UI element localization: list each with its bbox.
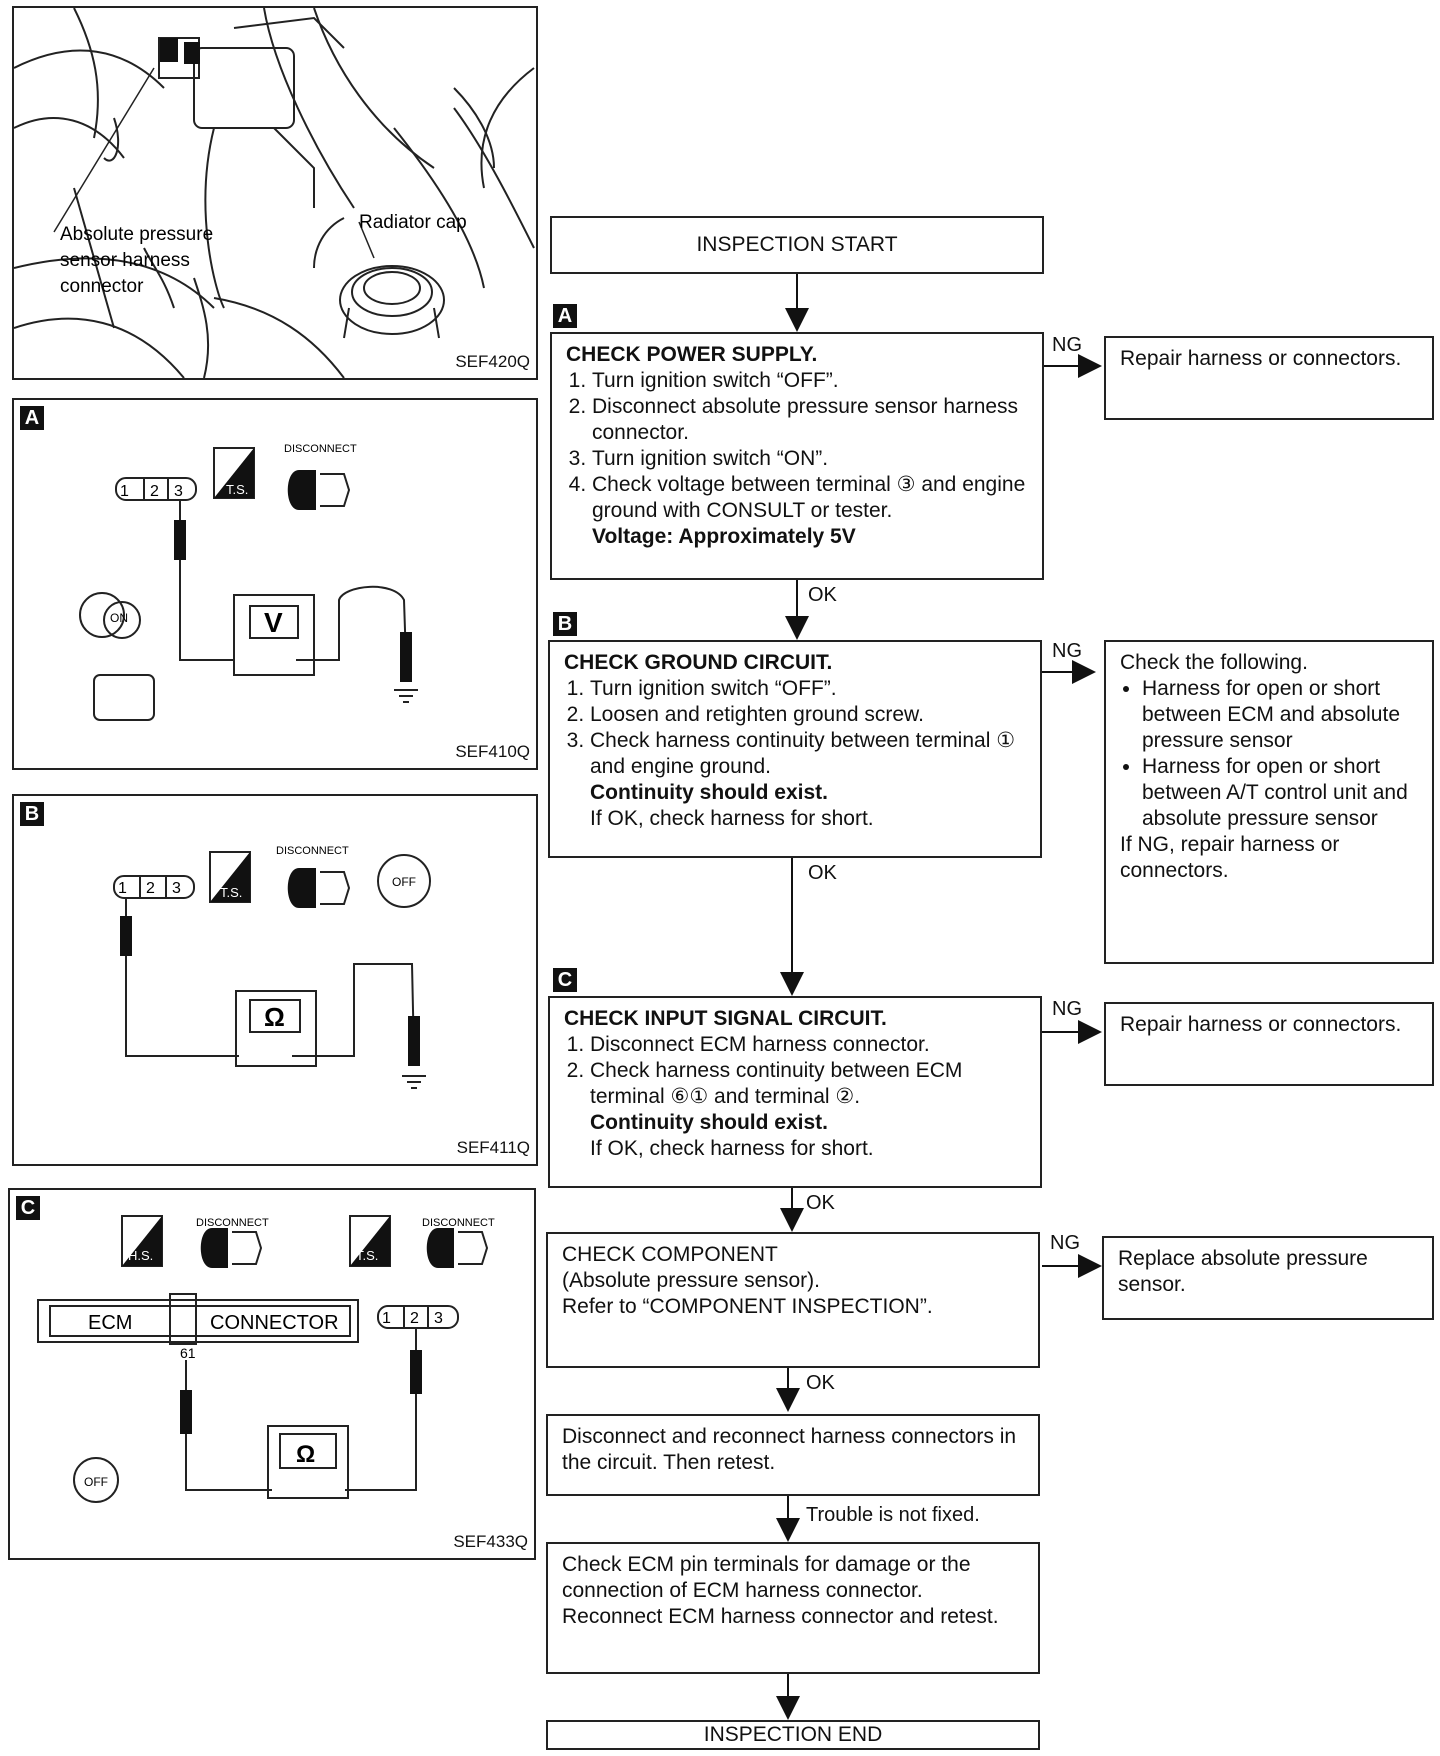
pin-2: 2 (146, 880, 155, 897)
step-item: Disconnect absolute pressure sensor harn… (592, 394, 1028, 446)
comp-line: Refer to “COMPONENT INSPECTION”. (562, 1295, 933, 1318)
step-check-component: CHECK COMPONENT (Absolute pressure senso… (546, 1232, 1040, 1368)
step-check-input-signal: CHECK INPUT SIGNAL CIRCUIT. Disconnect E… (548, 996, 1042, 1188)
figure-a-tag: A (20, 406, 44, 430)
disconnect-label: DISCONNECT (284, 443, 357, 455)
step-a-tag: A (553, 304, 577, 328)
edge-ok-b: OK (808, 862, 837, 884)
step-item: Check harness continuity between termina… (590, 728, 1026, 780)
ng-bullet: Harness for open or short between A/T co… (1142, 754, 1418, 832)
key-off-icon: OFF (84, 1475, 108, 1489)
step-title: CHECK GROUND CIRCUIT. (564, 651, 833, 674)
engine-bay-illustration: Absolute pressure sensor harness connect… (14, 8, 535, 378)
action-repair-c: Repair harness or connectors. (1104, 1002, 1434, 1086)
step-item: Disconnect ECM harness connector. (590, 1032, 1026, 1058)
pin-2: 2 (150, 483, 159, 500)
pin-1: 1 (118, 880, 127, 897)
key-on-icon: ON (110, 611, 128, 625)
ng-bullet: Harness for open or short between ECM an… (1142, 676, 1418, 754)
step-item: Check harness continuity between ECM ter… (590, 1058, 1026, 1110)
figure-c-tag: C (16, 1196, 40, 1220)
step-reconnect-retest: Disconnect and reconnect harness connect… (546, 1414, 1040, 1496)
figure-b-tag: B (20, 802, 44, 826)
comp-line: (Absolute pressure sensor). (562, 1269, 820, 1292)
pin-3: 3 (172, 880, 181, 897)
pin-3: 3 (174, 483, 183, 500)
edge-not-fixed: Trouble is not fixed. (806, 1504, 980, 1526)
ts-label: T.S. (226, 482, 248, 497)
action-repair-a: Repair harness or connectors. (1104, 336, 1434, 420)
pin-1: 1 (120, 483, 129, 500)
step-b-tag: B (553, 612, 577, 636)
step-title: CHECK POWER SUPPLY. (566, 343, 818, 366)
terminal-61-label: 61 (180, 1345, 196, 1361)
figure-code: SEF433Q (453, 1532, 528, 1551)
voltmeter: V (264, 607, 283, 638)
figure-code: SEF411Q (456, 1138, 530, 1157)
sensor-label-line3: connector (60, 276, 144, 297)
figure-code: SEF410Q (455, 742, 530, 761)
step-check-ecm-pins: Check ECM pin terminals for damage or th… (546, 1542, 1040, 1674)
figure-a-diagram: 1 2 3 V DISCONNECT T.S. ON (79, 443, 418, 721)
connector-label: CONNECTOR (210, 1312, 339, 1334)
edge-ng-a: NG (1052, 334, 1082, 356)
step-item: Check voltage between terminal ③ and eng… (592, 472, 1028, 524)
pin-1: 1 (382, 1310, 391, 1327)
figure-c-diagram: DISCONNECT DISCONNECT H.S. T.S. ECM CONN… (37, 1215, 495, 1503)
step-title: CHECK INPUT SIGNAL CIRCUIT. (564, 1007, 887, 1030)
step-check-ground-circuit: CHECK GROUND CIRCUIT. Turn ignition swit… (548, 640, 1042, 858)
pin-2: 2 (410, 1310, 419, 1327)
step-check-power-supply: CHECK POWER SUPPLY. Turn ignition switch… (550, 332, 1044, 580)
ts-label: T.S. (356, 1248, 378, 1263)
figure-sensor-location: Absolute pressure sensor harness connect… (12, 6, 538, 380)
step-result: Continuity should exist. (590, 781, 829, 804)
edge-ng-c: NG (1052, 998, 1082, 1020)
hs-label: H.S. (128, 1248, 153, 1263)
disconnect-label-sensor: DISCONNECT (422, 1217, 495, 1229)
comp-line: CHECK COMPONENT (562, 1243, 778, 1266)
step-c-tag: C (553, 968, 577, 992)
ng-tail: If NG, repair harness or connectors. (1120, 833, 1340, 882)
figure-b: B 1 2 3 Ω DISCONNECT T.S. OFF SEF411Q (12, 794, 538, 1166)
edge-ng-comp: NG (1050, 1232, 1080, 1254)
step-item: Turn ignition switch “OFF”. (592, 368, 1028, 394)
step-item: Loosen and retighten ground screw. (590, 702, 1026, 728)
step-result: Continuity should exist. (590, 1111, 829, 1134)
step-note: If OK, check harness for short. (590, 1137, 874, 1160)
figure-b-diagram: 1 2 3 Ω DISCONNECT T.S. OFF (113, 845, 431, 1089)
edge-ok-c: OK (806, 1192, 835, 1214)
sensor-label-line2: sensor harness (60, 250, 190, 271)
figure-c: C DISCONNECT DISCONNECT H.S. T.S. ECM C (8, 1188, 536, 1560)
edge-ok-comp: OK (806, 1372, 835, 1394)
key-off-icon: OFF (392, 875, 416, 889)
action-replace-sensor: Replace absolute pressure sensor. (1102, 1236, 1434, 1320)
step-item: Turn ignition switch “OFF”. (590, 676, 1026, 702)
ng-head: Check the following. (1120, 651, 1308, 674)
edge-ng-b: NG (1052, 640, 1082, 662)
radiator-cap-label: Radiator cap (359, 212, 467, 233)
ecm-label: ECM (88, 1312, 132, 1334)
action-check-following: Check the following. Harness for open or… (1104, 640, 1434, 964)
ohmmeter: Ω (296, 1441, 315, 1468)
step-note: If OK, check harness for short. (590, 807, 874, 830)
figure-code: SEF420Q (455, 352, 530, 371)
sensor-label-line1: Absolute pressure (60, 224, 213, 245)
figure-a: A 1 2 3 V DISCONNECT T.S. ON SEF410Q (12, 398, 538, 770)
step-item: Turn ignition switch “ON”. (592, 446, 1028, 472)
disconnect-label-ecm: DISCONNECT (196, 1217, 269, 1229)
ts-label: T.S. (220, 885, 242, 900)
ohmmeter: Ω (264, 1002, 285, 1032)
disconnect-label: DISCONNECT (276, 845, 349, 857)
step-result: Voltage: Approximately 5V (592, 525, 856, 548)
inspection-start: INSPECTION START (550, 216, 1044, 274)
inspection-end: INSPECTION END (546, 1720, 1040, 1750)
pin-3: 3 (434, 1310, 443, 1327)
edge-ok-a: OK (808, 584, 837, 606)
